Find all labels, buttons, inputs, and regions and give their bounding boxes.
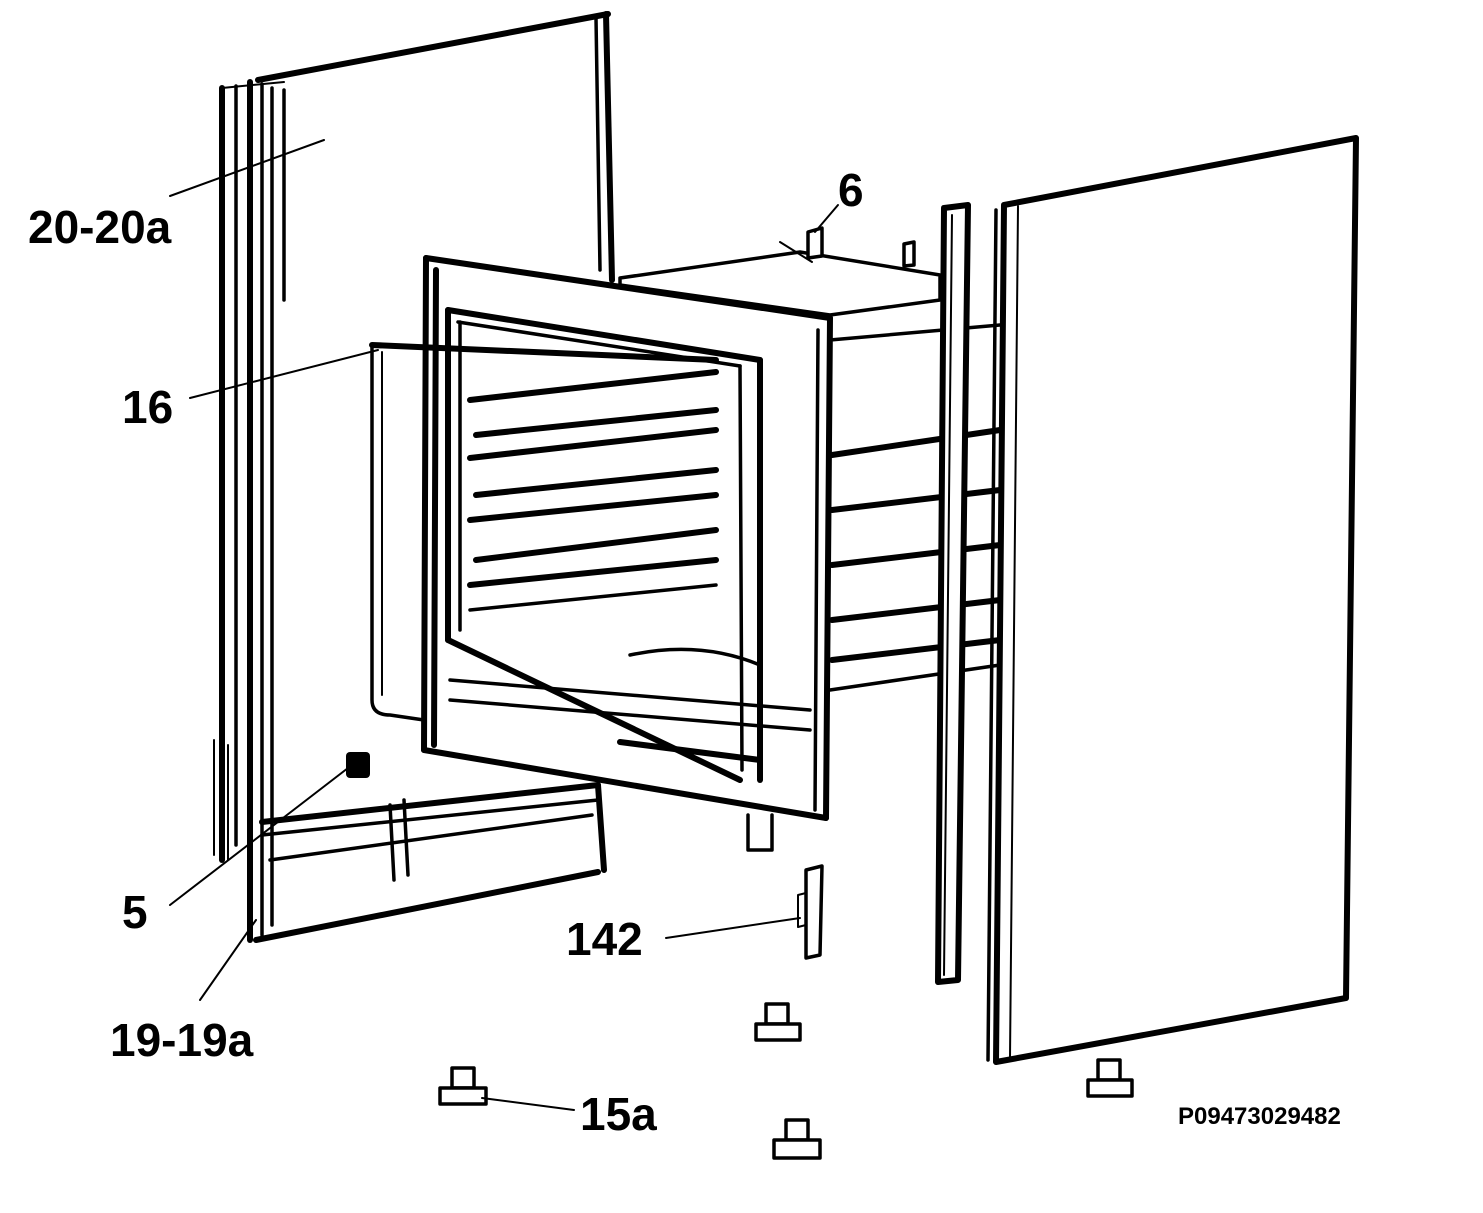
oven-cavity (369, 241, 1003, 852)
part-142-bracket (797, 864, 824, 960)
part-15a-foot-1 (438, 1066, 488, 1106)
part-6-clip (806, 226, 916, 268)
callout-6: 6 (838, 164, 864, 216)
right-rail (935, 202, 971, 985)
right-side-panel (986, 135, 1359, 1065)
part-15a-foot-2 (754, 1002, 802, 1042)
diagram-reference-code: P09473029482 (1178, 1103, 1341, 1130)
callout-19-19a: 19-19a (110, 1014, 254, 1066)
callout-142: 142 (566, 913, 643, 965)
callout-5: 5 (122, 886, 148, 938)
part-5-screw (346, 752, 370, 778)
left-side-panel (213, 11, 615, 943)
callout-20-20a: 20-20a (28, 201, 172, 253)
callout-15a: 15a (580, 1088, 657, 1140)
callout-16: 16 (122, 381, 173, 433)
leader-lines (169, 139, 839, 1111)
part-15a-foot-4 (1086, 1058, 1134, 1098)
part-15a-foot-3 (772, 1118, 822, 1160)
